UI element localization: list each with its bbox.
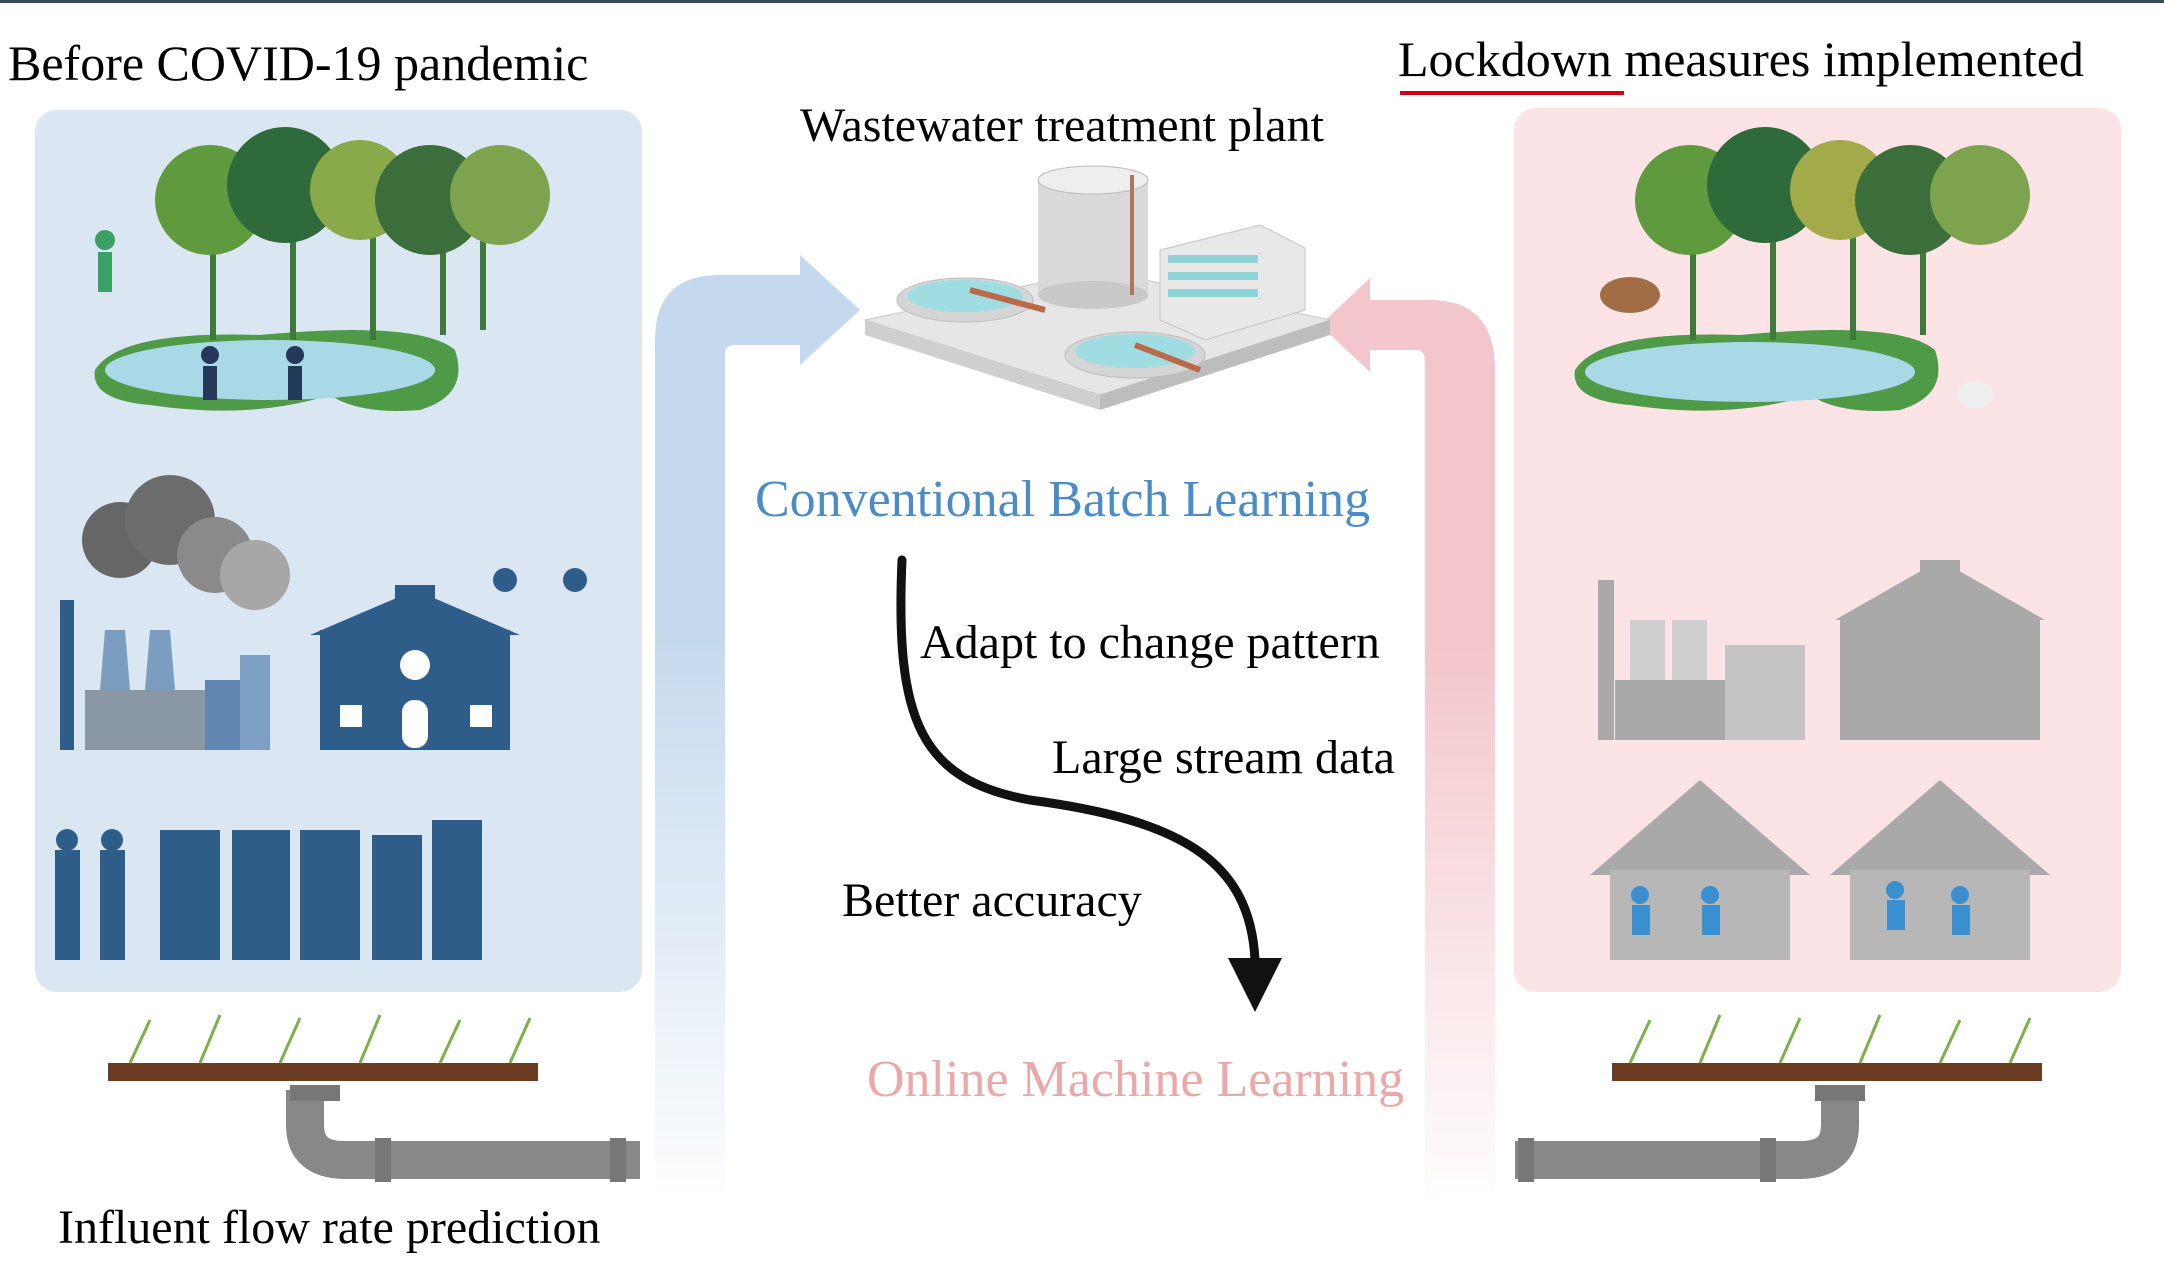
top-border xyxy=(0,0,2164,3)
batch-learning-label: Conventional Batch Learning xyxy=(755,471,1371,528)
transition-arrow xyxy=(896,555,1282,1012)
adapt-label: Adapt to change pattern xyxy=(920,616,1380,669)
nature-scene-before xyxy=(94,127,550,411)
lockdown-title-rest: measures implemented xyxy=(1624,31,2084,87)
nature-scene-lockdown xyxy=(1574,127,2030,411)
work-from-home-lockdown xyxy=(1590,780,2050,960)
lockdown-title: Lockdown measures implemented xyxy=(1398,30,2084,95)
pink-flow-arrow xyxy=(1320,278,1495,1190)
accuracy-label: Better accuracy xyxy=(842,874,1142,927)
online-learning-label: Online Machine Learning xyxy=(867,1051,1405,1108)
city-before xyxy=(55,820,482,960)
closed-industry-school-lockdown xyxy=(1598,560,2045,740)
before-covid-title: Before COVID-19 pandemic xyxy=(8,35,589,91)
lockdown-word-text: Lockdown xyxy=(1398,31,1612,87)
spellcheck-underline xyxy=(1400,91,1625,95)
treatment-plant-illustration xyxy=(863,165,1332,410)
lockdown-panel xyxy=(1514,108,2121,992)
blue-flow-arrow xyxy=(655,255,860,1190)
industry-school-before xyxy=(60,475,587,750)
influent-label: Influent flow rate prediction xyxy=(58,1201,601,1254)
lockdown-word: Lockdown xyxy=(1398,31,1625,95)
soil-pipe-left xyxy=(108,1014,640,1182)
soil-pipe-right xyxy=(1515,1014,2042,1182)
plant-label: Wastewater treatment plant xyxy=(800,99,1324,152)
stream-label: Large stream data xyxy=(1052,731,1395,784)
